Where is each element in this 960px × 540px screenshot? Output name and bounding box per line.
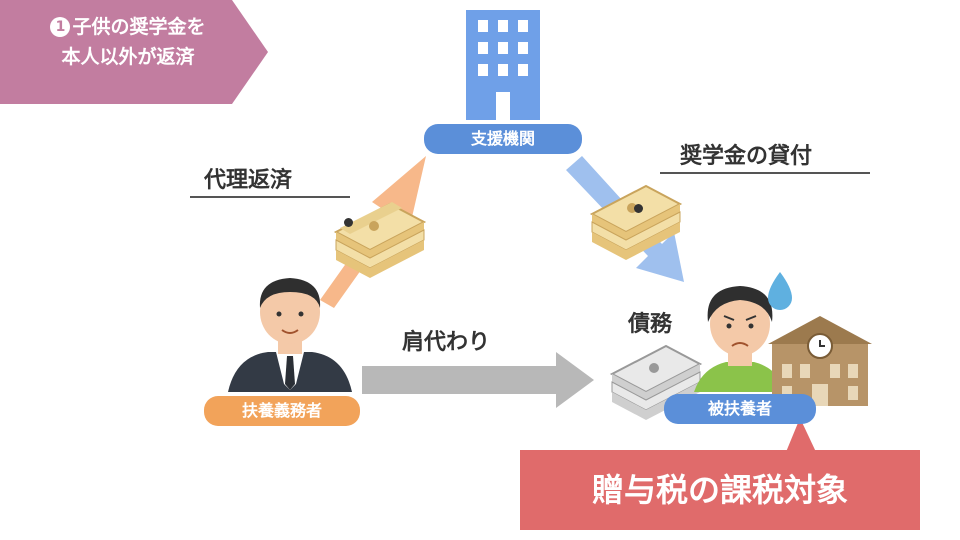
sweat-drop-icon — [768, 272, 792, 310]
banner-line2: 本人以外が返済 — [61, 46, 195, 68]
debt-money-icon — [609, 344, 703, 420]
dependent-label: 被扶養者 — [664, 394, 816, 424]
loan-label: 奨学金の貸付 — [680, 144, 813, 169]
shoulder-arrow — [362, 352, 594, 408]
gift-tax-result-box: 贈与税の課税対象 — [520, 450, 920, 530]
callout-pointer — [786, 418, 816, 452]
institution-label: 支援機関 — [424, 124, 582, 154]
proxy-repay-underline — [190, 196, 350, 198]
loan-underline — [660, 172, 870, 174]
loan-dot — [634, 204, 643, 213]
proxy-repay-label: 代理返済 — [204, 168, 293, 193]
proxy-repay-dot — [344, 218, 353, 227]
guardian-person-icon — [228, 278, 352, 392]
banner-line1: 子供の奨学金を — [72, 16, 206, 38]
dependent-person-icon — [694, 272, 792, 392]
debt-label: 債務 — [628, 312, 673, 337]
money-stack-icon-1 — [333, 202, 427, 278]
school-building-icon — [768, 316, 872, 406]
shoulder-label: 肩代わり — [402, 330, 491, 355]
guardian-label: 扶養義務者 — [204, 396, 360, 426]
office-building-icon — [466, 10, 540, 120]
banner-number: 1 — [50, 17, 71, 37]
